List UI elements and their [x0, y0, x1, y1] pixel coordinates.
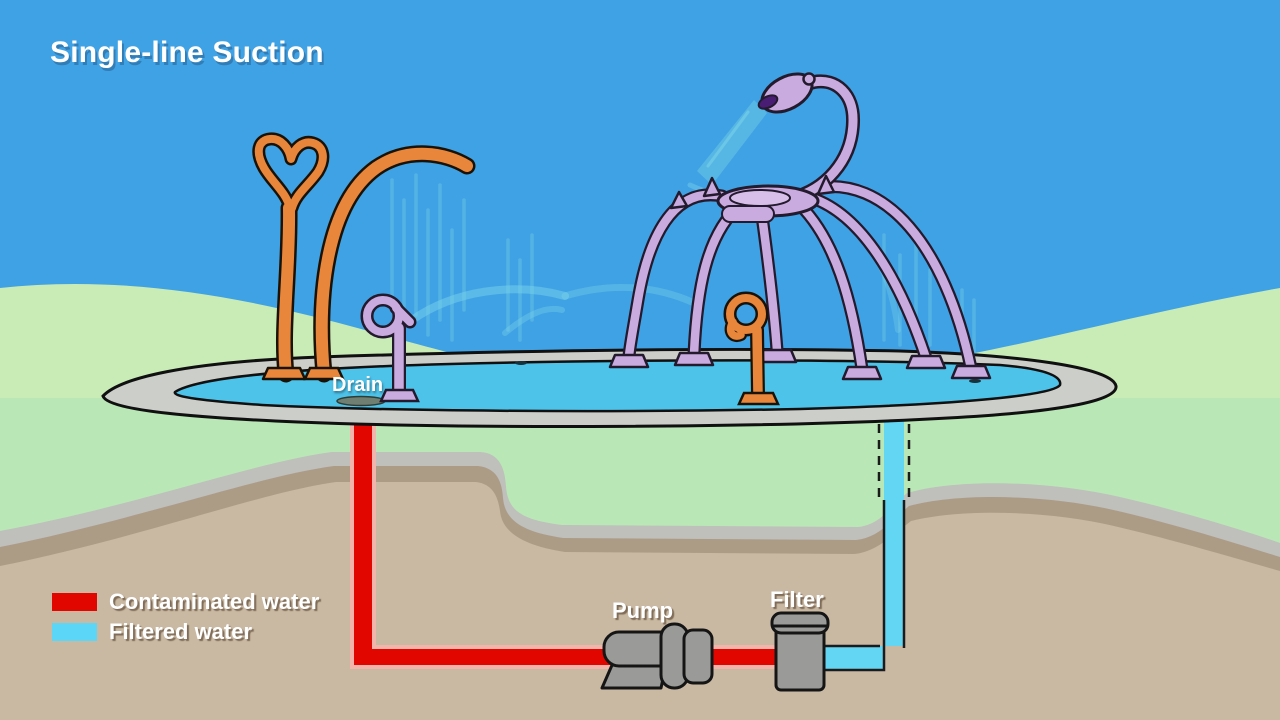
- drain-grate: [336, 395, 386, 407]
- pump-equipment: [600, 622, 714, 690]
- water-speck-1: [515, 361, 527, 365]
- filtered-water-swatch: [52, 622, 97, 641]
- water-speck-2: [969, 379, 981, 383]
- spider-feet: [608, 348, 992, 381]
- heart-sprinkler: [252, 132, 330, 383]
- pipe-dashed-guides: [877, 424, 911, 500]
- heart-sprinkler-base: [261, 366, 307, 381]
- dirt-main: [0, 482, 1280, 720]
- spider-shower-structure: [608, 72, 992, 381]
- contaminated-water-label: Contaminated water: [109, 589, 320, 614]
- loop-sprinkler-orange: [723, 291, 780, 406]
- drain-label: Drain: [332, 374, 384, 396]
- legend-row-contaminated: Contaminated water: [52, 589, 320, 614]
- filter-equipment: [770, 611, 830, 692]
- contaminated-water-swatch: [52, 592, 97, 611]
- shower-head: [757, 72, 816, 114]
- page-title: Single-line Suction: [50, 36, 324, 69]
- filtered-pipe: [818, 418, 906, 672]
- filter-label: Filter: [770, 587, 824, 612]
- pump-label: Pump: [612, 598, 674, 623]
- loop-sprinkler-purple-base: [379, 388, 420, 403]
- arch-sprinkler: [303, 145, 476, 383]
- loop-sprinkler-purple: [360, 293, 420, 403]
- legend: Contaminated water Filtered water: [52, 589, 320, 652]
- water-sprays: [291, 100, 976, 354]
- loop-sprinkler-orange-base: [737, 391, 780, 406]
- filtered-water-label: Filtered water: [109, 619, 253, 644]
- arch-sprinkler-base: [303, 366, 345, 381]
- spider-hub: [669, 174, 836, 223]
- legend-row-filtered: Filtered water: [52, 619, 319, 644]
